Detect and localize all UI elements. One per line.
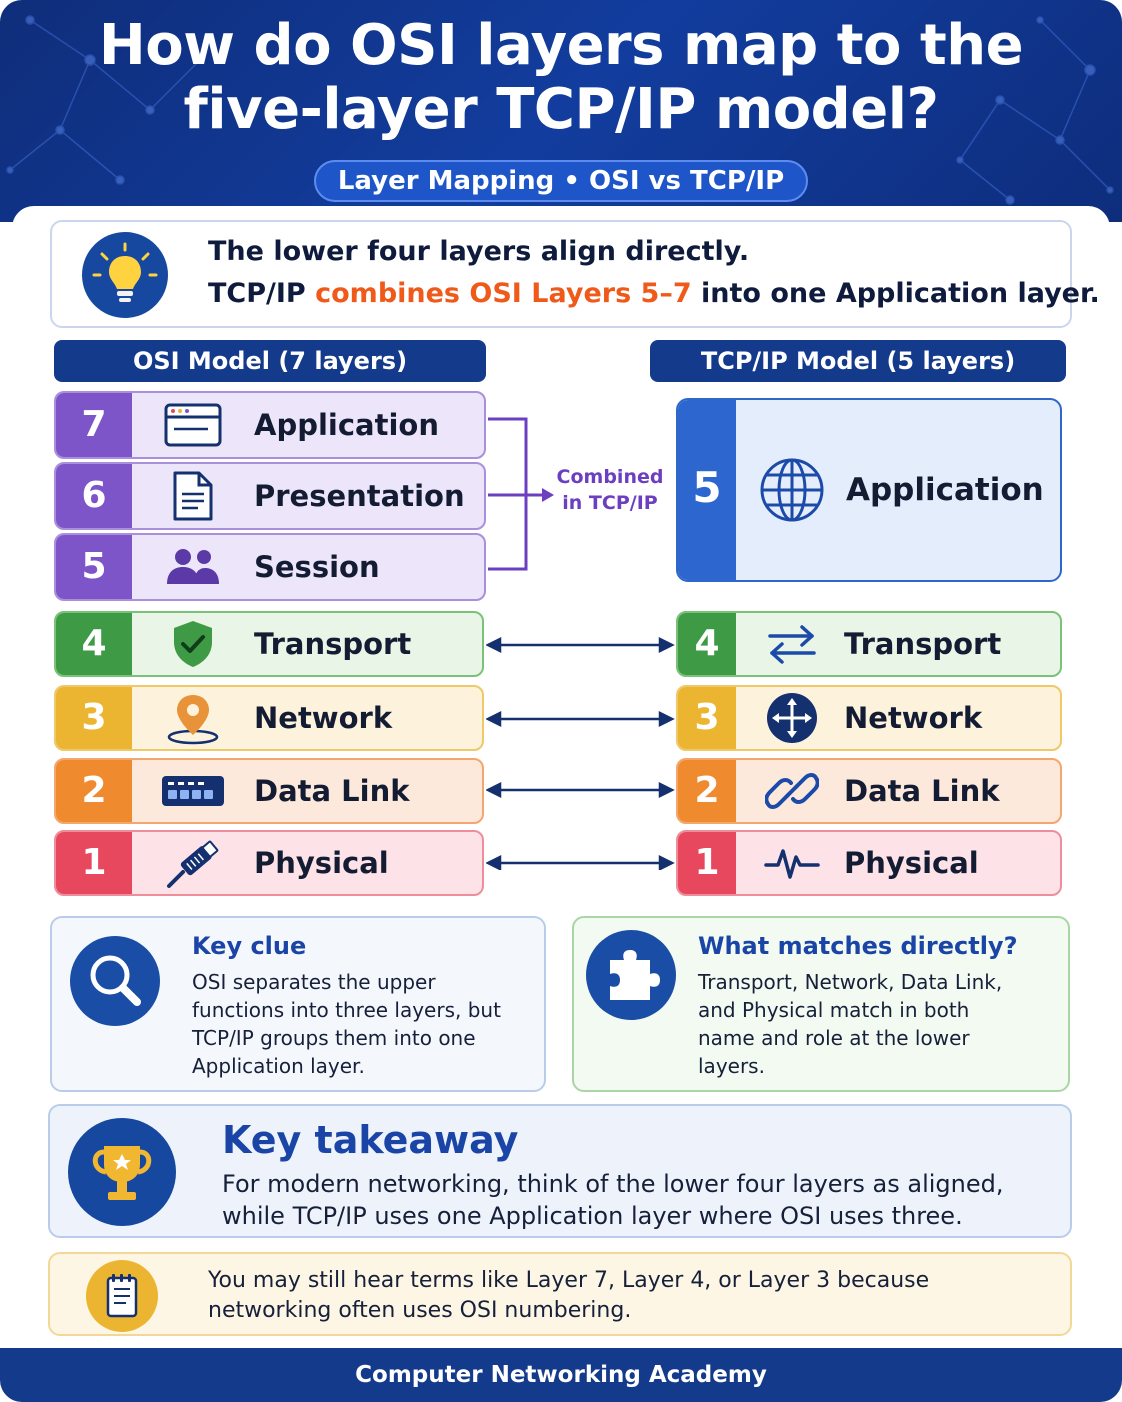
layer-number: 5 [678,400,736,580]
double-arrow-transport [486,636,675,654]
swap-arrows-icon [758,613,826,675]
note-text: You may still hear terms like Layer 7, L… [208,1268,930,1323]
tcpip-column-heading: TCP/IP Model (5 layers) [650,340,1066,382]
page-title: How do OSI layers map to the five-layer … [0,14,1122,142]
matches-box: What matches directly? Transport, Networ… [572,916,1070,1092]
tcpip-layer-4: 4 Transport [676,611,1062,677]
osi-layer-4: 4 Transport [54,611,484,677]
layer-label: Application [254,408,439,442]
link-icon [758,760,826,822]
layer-label: Transport [844,627,1002,661]
magnifier-icon [70,936,160,1026]
footer-brand: Computer Networking Academy [0,1348,1122,1402]
title-line-1: How do OSI layers map to the [98,13,1024,78]
lightbulb-icon [82,232,168,318]
notepad-icon [86,1260,158,1332]
layer-label: Transport [254,627,412,661]
key-takeaway-text: For modern networking, think of the lowe… [222,1170,1004,1230]
layer-number: 3 [56,687,132,749]
layer-label: Application [846,472,1044,508]
tcpip-layer-5: 5 Application [676,398,1062,582]
layer-label: Session [254,550,380,584]
layer-label: Presentation [254,479,465,513]
users-icon [156,535,230,599]
key-takeaway-box: Key takeaway For modern networking, thin… [48,1104,1072,1238]
puzzle-icon [586,930,676,1020]
title-line-2: five-layer TCP/IP model? [183,77,939,142]
layer-number: 4 [56,613,132,675]
double-arrow-physical [486,854,675,870]
layer-number: 2 [56,760,132,822]
layer-number: 1 [678,832,736,894]
combined-label-line-2: in TCP/IP [562,492,658,514]
layer-number: 5 [56,535,132,599]
tcpip-layer-2: 2 Data Link [676,758,1062,824]
osi-numbering-note: You may still hear terms like Layer 7, L… [48,1252,1072,1336]
tcpip-layer-3: 3 Network [676,685,1062,751]
combine-bracket [488,417,554,571]
osi-layer-1: 1 Physical [54,830,484,896]
intro-line-1: The lower four layers align directly. [208,236,750,267]
layer-label: Physical [254,846,389,880]
combined-label-line-1: Combined [556,466,664,488]
layer-label: Physical [844,846,979,880]
intro-line-2-prefix: TCP/IP [208,278,316,309]
matches-title: What matches directly? [698,932,1018,960]
key-clue-text: OSI separates the upper functions into t… [192,970,501,1078]
globe-icon [758,456,826,528]
key-clue-title: Key clue [192,932,307,960]
intro-line-2: TCP/IP combines OSI Layers 5–7 into one … [208,278,1100,309]
browser-window-icon [156,393,230,457]
intro-line-2-suffix: into one Application layer. [691,278,1100,309]
combined-label: Combined in TCP/IP [556,464,664,516]
layer-label: Data Link [844,774,1000,808]
osi-layer-5: 5 Session [54,533,486,601]
double-arrow-data-link [486,781,675,799]
layer-label: Data Link [254,774,410,808]
key-clue-box: Key clue OSI separates the upper functio… [50,916,546,1092]
router-icon [758,687,826,749]
intro-box: The lower four layers align directly. TC… [50,220,1100,328]
layer-label: Network [254,701,393,735]
double-arrow-network [486,710,675,728]
layer-number: 3 [678,687,736,749]
document-icon [156,464,230,528]
layer-number: 2 [678,760,736,822]
signal-wave-icon [758,832,826,894]
trophy-icon [68,1118,176,1226]
layer-number: 1 [56,832,132,894]
mapping-arrows [486,636,675,870]
intro-highlight: combines OSI Layers 5–7 [315,278,692,309]
key-takeaway-title: Key takeaway [222,1118,519,1162]
layer-label: Network [844,701,983,735]
shield-check-icon [156,613,230,675]
network-background-decoration [6,15,1114,205]
osi-layer-6: 6 Presentation [54,462,486,530]
tcpip-layer-1: 1 Physical [676,830,1062,896]
matches-text: Transport, Network, Data Link, and Physi… [698,970,1003,1078]
osi-layer-2: 2 Data Link [54,758,484,824]
layer-number: 7 [56,393,132,457]
subtitle-pill: Layer Mapping • OSI vs TCP/IP [314,160,808,202]
osi-layer-3: 3 Network [54,685,484,751]
switch-ports-icon [156,760,230,822]
location-pin-icon [156,687,230,749]
header-banner: How do OSI layers map to the five-layer … [0,0,1122,222]
cable-icon [156,832,230,894]
layer-number: 4 [678,613,736,675]
osi-column-heading: OSI Model (7 layers) [54,340,486,382]
osi-layer-7: 7 Application [54,391,486,459]
layer-number: 6 [56,464,132,528]
